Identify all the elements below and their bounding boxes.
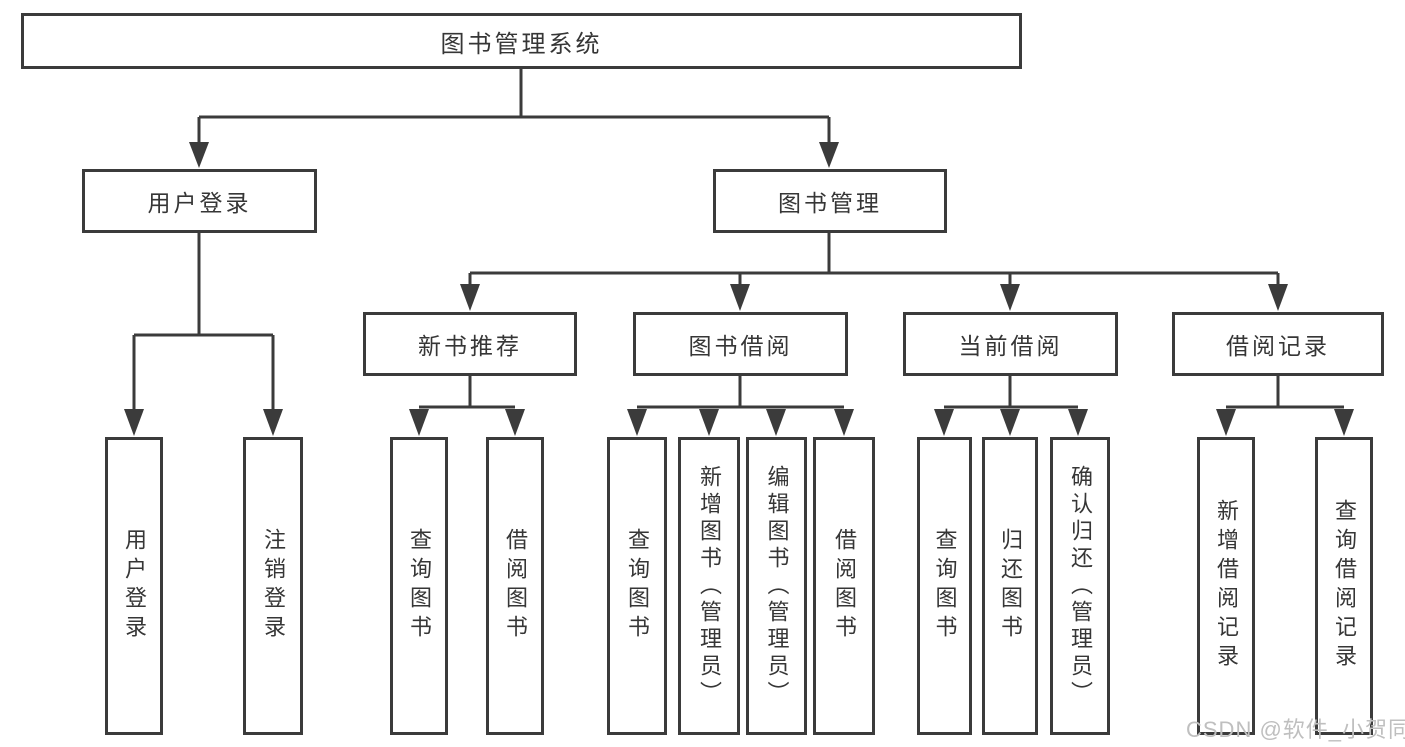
leaf-query-books-recommend: 查询图书 (390, 437, 448, 735)
leaf-user-login: 用户登录 (105, 437, 163, 735)
leaf-borrow-books-recommend: 借阅图书 (486, 437, 544, 735)
node-book-management: 图书管理 (713, 169, 947, 233)
node-current-borrowing: 当前借阅 (903, 312, 1118, 376)
leaf-edit-book-admin: 编辑图书（管理员） (746, 437, 807, 735)
csdn-watermark: CSDN @软件_小贺同学 (1186, 717, 1405, 742)
leaf-confirm-return-admin: 确认归还（管理员） (1050, 437, 1110, 735)
leaf-query-borrow-record: 查询借阅记录 (1315, 437, 1373, 735)
leaf-add-borrow-record: 新增借阅记录 (1197, 437, 1255, 735)
node-book-borrowing: 图书借阅 (633, 312, 848, 376)
leaf-add-book-admin: 新增图书（管理员） (678, 437, 740, 735)
node-user-login: 用户登录 (82, 169, 317, 233)
node-borrowing-records: 借阅记录 (1172, 312, 1384, 376)
leaf-logout: 注销登录 (243, 437, 303, 735)
arrowheads (124, 142, 1354, 436)
node-new-book-recommend: 新书推荐 (363, 312, 577, 376)
leaf-query-books-borrowing: 查询图书 (607, 437, 667, 735)
leaf-return-books: 归还图书 (982, 437, 1038, 735)
leaf-query-books-current: 查询图书 (917, 437, 972, 735)
node-library-system: 图书管理系统 (21, 13, 1022, 69)
leaf-borrow-books-borrowing: 借阅图书 (813, 437, 875, 735)
